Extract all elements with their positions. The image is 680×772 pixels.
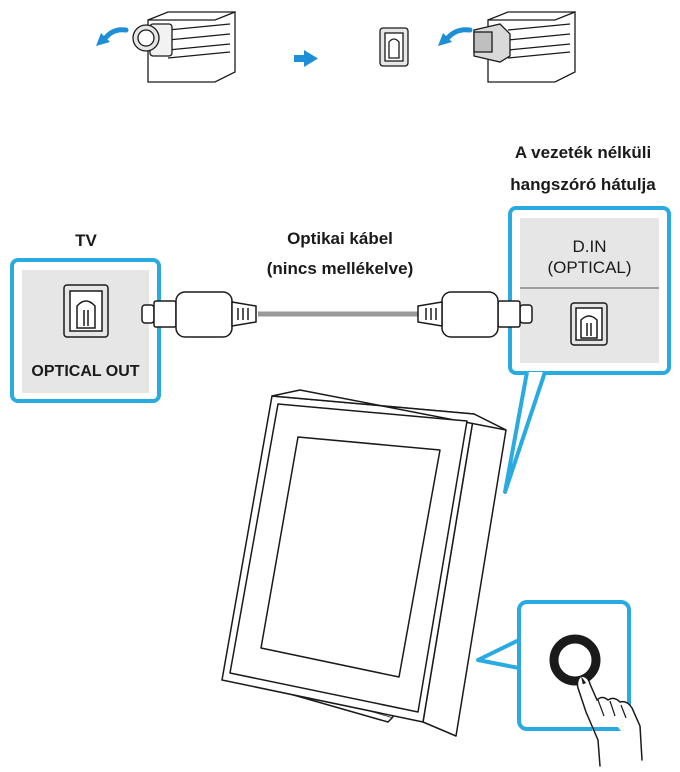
- step2-insert-plug-illustration: [379, 11, 576, 83]
- arrow-left-icon-2-head: [438, 33, 452, 46]
- cable-label-line1: Optikai kábel: [287, 229, 393, 248]
- arrow-right-icon: [294, 50, 318, 67]
- arrow-left-icon: [101, 27, 129, 43]
- cable-label-line2: (nincs mellékelve): [266, 259, 414, 278]
- speaker-back-label-line2: hangszóró hátulja: [510, 175, 656, 194]
- optical-port-icon: [63, 284, 109, 338]
- optical-plug-icon: [417, 291, 533, 338]
- step1-remove-cap-illustration: [132, 11, 236, 83]
- optical-plug-icon: [141, 291, 257, 338]
- wireless-speaker-illustration: [221, 389, 507, 737]
- arrow-left-icon-head: [96, 33, 110, 46]
- speaker-din-label-line1: D.IN: [572, 237, 607, 256]
- power-callout-pointer: [476, 638, 520, 670]
- power-button-icon[interactable]: [549, 634, 601, 686]
- tv-optical-out-label: OPTICAL OUT: [31, 363, 140, 380]
- speaker-back-label-line1: A vezeték nélküli: [514, 143, 652, 162]
- speaker-callout-pointer: [503, 371, 547, 494]
- finger-press-icon: [576, 675, 643, 767]
- tv-label: TV: [75, 231, 97, 250]
- speaker-din-label-line2: (OPTICAL): [547, 258, 632, 277]
- arrow-left-icon-2: [443, 27, 473, 43]
- optical-port-icon: [570, 302, 608, 346]
